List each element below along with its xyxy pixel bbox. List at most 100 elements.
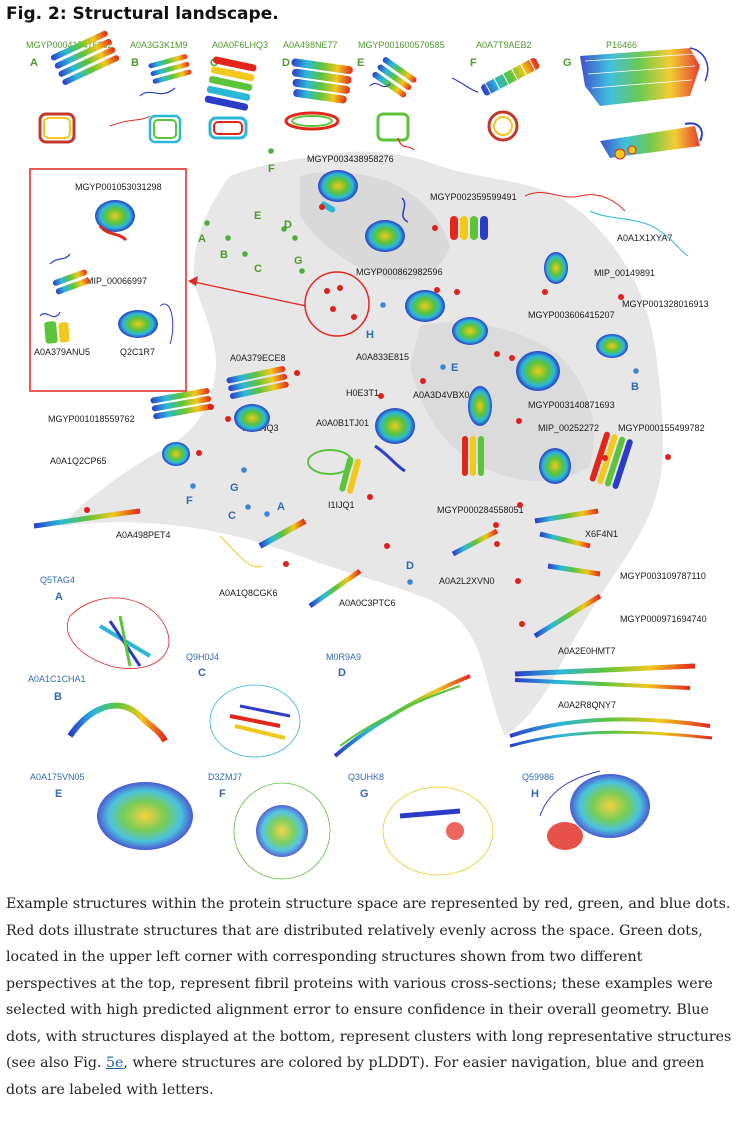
green-dot-letter: B (220, 249, 228, 261)
structure-letter: E (55, 788, 62, 800)
top-structure-G: P16466 G (563, 40, 709, 160)
map-label: MIP_00252272 (538, 423, 599, 433)
caption-text: Example structures within the protein st… (6, 896, 732, 1071)
bottom-structure-H: Q59986 H (522, 770, 650, 850)
caption-text-end: , where structures are colored by pLDDT)… (6, 1055, 705, 1098)
green-dot-letter: C (254, 263, 262, 275)
map-label: A0A3D4VBX0 (413, 390, 470, 400)
map-structures (33, 170, 713, 748)
map-label: MGYP003438958276 (307, 154, 394, 164)
structure-id-label: A0A498NE77 (283, 40, 338, 50)
map-label: MGYP000284558051 (437, 505, 524, 515)
map-label: MGYP003606415207 (528, 310, 615, 320)
figure-caption: Example structures within the protein st… (6, 891, 732, 1103)
top-structure-C: A0A0F6LHQ3 C (204, 40, 268, 140)
green-dot-letter: F (268, 163, 275, 175)
top-structure-E: MGYP001600570585 E (357, 40, 445, 151)
structure-letter: F (219, 788, 226, 800)
structural-landscape-figure: MGYP000417476362 A A0A3G3K1M9 B A0A0F6LH… (0, 26, 737, 886)
structure-letter: A (30, 57, 38, 69)
structure-letter: C (198, 667, 206, 679)
inset-box: MGYP001053031298 MIP_00066997 A0A379ANU5… (29, 168, 187, 392)
blue-dot-letter: F (186, 495, 193, 507)
blue-dot-letter: B (631, 381, 639, 393)
structure-letter: G (360, 788, 369, 800)
blue-dot-letter: E (451, 362, 458, 374)
map-label: MGYP000971694740 (620, 614, 707, 624)
structure-id-label: D3ZMJ7 (208, 772, 242, 782)
highlight-circle (304, 271, 370, 337)
map-label: MGYP001328016913 (622, 299, 709, 309)
green-dots: A B C D E F G (198, 148, 305, 275)
blue-dot-letter: A (277, 501, 285, 513)
blue-dot-letter: H (366, 329, 374, 341)
green-dot-letter: G (294, 255, 303, 267)
red-dots (84, 204, 671, 627)
inset-label: Q2C1R7 (120, 347, 155, 357)
bottom-structure-F: D3ZMJ7 F (208, 772, 331, 880)
structure-id-label: P16466 (606, 40, 637, 50)
map-label: MGYP003109787110 (620, 571, 706, 581)
inset-label: MGYP001053031298 (75, 182, 162, 192)
fig-5e-link[interactable]: 5e (105, 1055, 124, 1071)
bottom-structure-B: A0A1C1CHA1 B (28, 674, 168, 743)
green-dot-letter: E (254, 210, 261, 222)
structure-letter: D (282, 57, 290, 69)
map-label: A0A2R8QNY7 (558, 700, 616, 710)
structure-letter: B (131, 57, 139, 69)
top-structure-B: A0A3G3K1M9 B (109, 40, 192, 144)
structure-letter: F (470, 57, 477, 69)
map-label: MGYP003140871693 (528, 400, 615, 410)
structure-id-label: A0A175VN05 (30, 772, 85, 782)
map-label: MGYP002359599491 (430, 192, 517, 202)
map-label: I1IJQ1 (328, 500, 355, 510)
structure-id-label: A0A1C1CHA1 (28, 674, 86, 684)
green-dot-letter: A (198, 233, 206, 245)
structure-letter: E (357, 57, 364, 69)
map-label: A0A0B1TJ01 (316, 418, 369, 428)
bottom-structure-E: A0A175VN05 E (30, 772, 193, 850)
inset-arrow (193, 281, 307, 307)
structure-letter: A (55, 591, 63, 603)
top-structure-F: A0A7T9AEB2 F (451, 40, 540, 142)
structure-id-label: A0A7T9AEB2 (476, 40, 532, 50)
structure-letter: H (531, 788, 539, 800)
structure-letter: G (563, 57, 572, 69)
structure-id-label: Q3UHK8 (348, 772, 384, 782)
inset-label: A0A379ANU5 (34, 347, 90, 357)
map-label: H0E3T1 (346, 388, 379, 398)
map-label: MGYP001018559762 (48, 414, 135, 424)
structure-letter: B (54, 691, 62, 703)
bottom-structure-D: M0R9A9 D (326, 652, 471, 758)
top-structure-A: MGYP000417476362 A (26, 30, 120, 144)
map-label: A0A1Q2CP65 (50, 456, 107, 466)
structure-id-label: A0A0F6LHQ3 (212, 40, 268, 50)
map-label: A0A2E0HMT7 (558, 646, 616, 656)
blue-dot-letter: D (406, 560, 414, 572)
map-label: A0A1Q8CGK6 (219, 588, 278, 598)
structure-id-label: Q59986 (522, 772, 554, 782)
figure-canvas: MGYP000417476362 A A0A3G3K1M9 B A0A0F6LH… (26, 30, 713, 880)
map-labels: MGYP003438958276 MGYP002359599491 A0A1X1… (48, 154, 709, 710)
figure-title: Fig. 2: Structural landscape. (6, 4, 279, 24)
structure-letter: C (210, 57, 218, 69)
blue-dot-letter: G (230, 482, 239, 494)
bottom-structure-A: Q5TAG4 A (40, 575, 170, 669)
structure-id-label: M0R9A9 (326, 652, 361, 662)
structure-id-label: MGYP000417476362 (26, 40, 113, 50)
map-label: A0A2L2XVN0 (439, 576, 495, 586)
bottom-structure-G: Q3UHK8 G (348, 772, 494, 876)
map-label: A0A1X1XYA7 (617, 233, 672, 243)
map-label: X6F4N1 (585, 529, 618, 539)
structure-letter: D (338, 667, 346, 679)
green-dot-letter: D (284, 219, 292, 231)
map-label: A0A498PET4 (116, 530, 171, 540)
blue-dots: H E B G F C A D (186, 302, 639, 585)
structure-id-label: Q9H0J4 (186, 652, 219, 662)
map-label: A0A0C3PTC6 (339, 598, 396, 608)
structure-id-label: A0A3G3K1M9 (130, 40, 188, 50)
top-structure-D: A0A498NE77 D (282, 40, 353, 131)
inset-label: MIP_00066997 (86, 276, 147, 286)
structure-space-cloud (60, 151, 663, 736)
map-label: A0A833E815 (356, 352, 409, 362)
